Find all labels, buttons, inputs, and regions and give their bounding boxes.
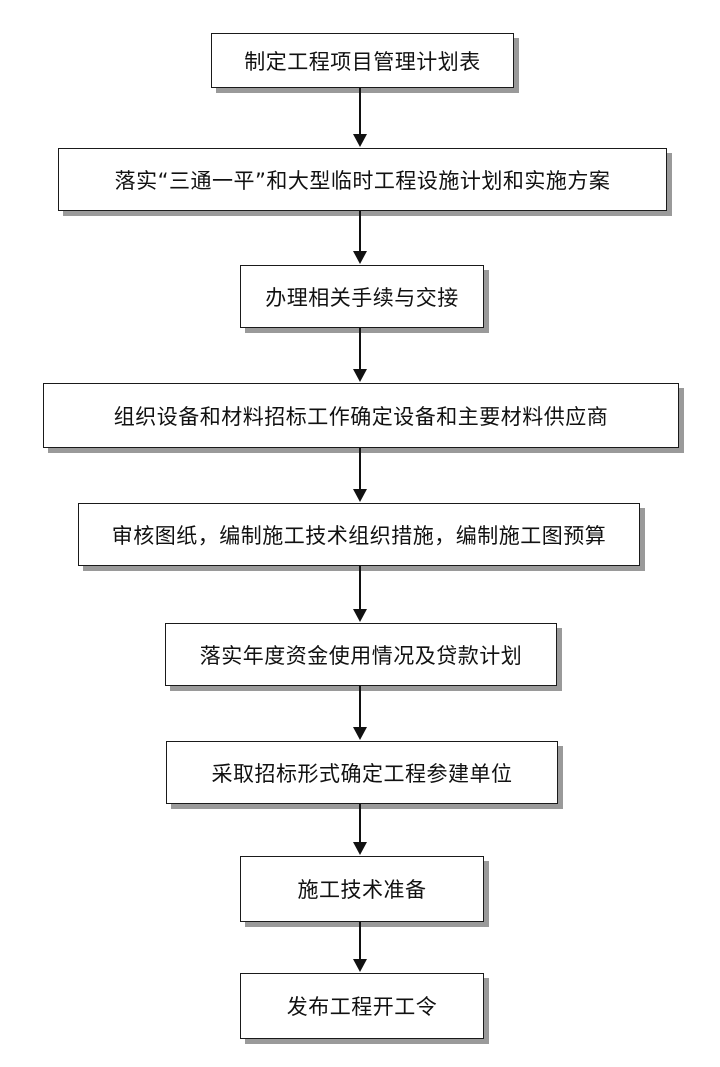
connector-line-4 [359,448,361,490]
step-7-box: 采取招标形式确定工程参建单位 [166,741,558,804]
connector-line-8 [359,922,361,960]
step-3-label: 办理相关手续与交接 [265,285,459,310]
step-8-label: 施工技术准备 [297,878,427,902]
arrow-down-icon [353,489,367,502]
step-8-box: 施工技术准备 [240,856,484,922]
step-4-label: 组织设备和材料招标工作确定设备和主要材料供应商 [113,404,609,429]
step-6-label: 落实年度资金使用情况及贷款计划 [199,643,523,668]
connector-line-2 [359,211,361,252]
arrow-down-icon [353,842,367,855]
step-5-label: 审核图纸，编制施工技术组织措施，编制施工图预算 [111,523,607,548]
step-9-label: 发布工程开工令 [286,995,438,1019]
connector-line-5 [359,566,361,610]
step-1-box: 制定工程项目管理计划表 [211,33,514,88]
connector-line-7 [359,804,361,843]
step-9-box: 发布工程开工令 [240,973,484,1039]
arrow-down-icon [353,959,367,972]
step-2-box: 落实“三通一平”和大型临时工程设施计划和实施方案 [58,148,667,211]
connector-line-6 [359,686,361,728]
step-7-label: 采取招标形式确定工程参建单位 [211,761,513,786]
step-5-box: 审核图纸，编制施工技术组织措施，编制施工图预算 [78,503,640,566]
arrow-down-icon [353,251,367,264]
connector-line-1 [359,88,361,135]
step-4-box: 组织设备和材料招标工作确定设备和主要材料供应商 [43,383,679,448]
step-1-label: 制定工程项目管理计划表 [244,49,481,74]
arrow-down-icon [353,134,367,147]
connector-line-3 [359,328,361,370]
arrow-down-icon [353,727,367,740]
step-2-label: 落实“三通一平”和大型临时工程设施计划和实施方案 [114,168,611,193]
step-3-box: 办理相关手续与交接 [240,265,484,328]
arrow-down-icon [353,609,367,622]
arrow-down-icon [353,369,367,382]
step-6-box: 落实年度资金使用情况及贷款计划 [165,623,557,686]
